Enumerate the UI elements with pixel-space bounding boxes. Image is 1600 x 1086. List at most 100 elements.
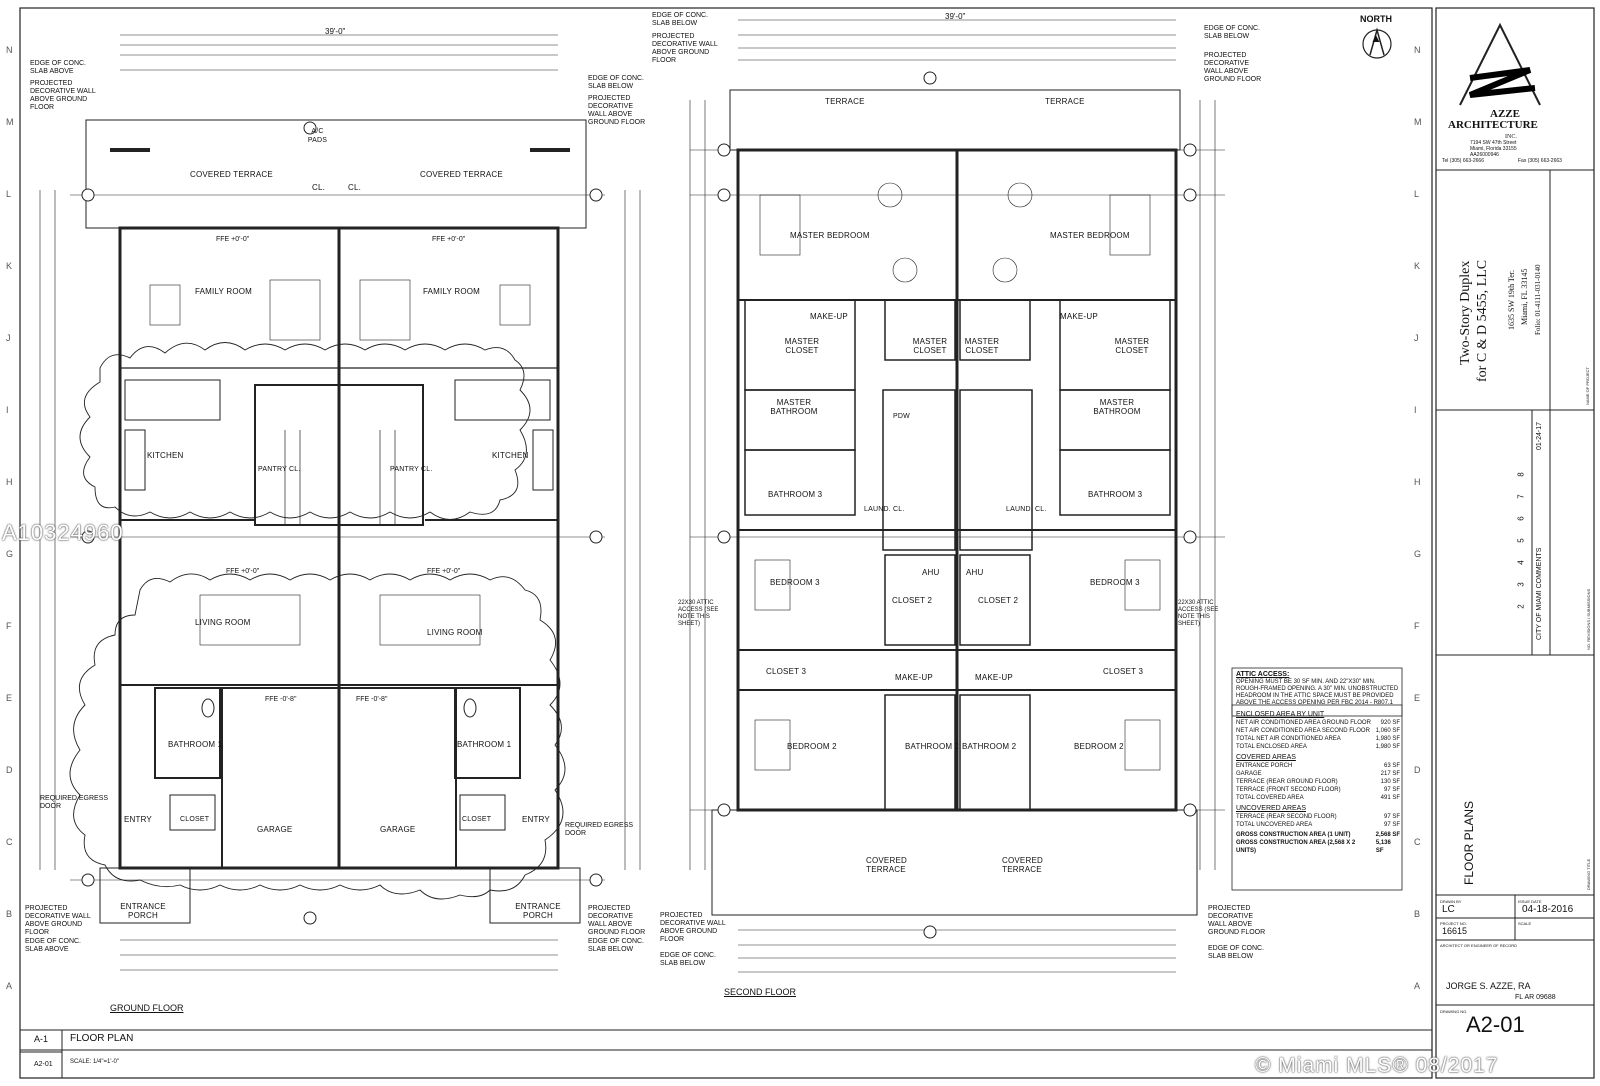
area-row-value: 217 SF — [1380, 771, 1400, 777]
watermark-copyright: © Miami MLS® 08/2017 — [1255, 1054, 1499, 1077]
architect-name: JORGE S. AZZE, RA — [1446, 981, 1531, 991]
area-row-label: TOTAL COVERED AREA — [1236, 795, 1304, 801]
area-row-value: 491 SF — [1380, 795, 1400, 801]
revision-text: CITY OF MIAMI COMMENTS — [1536, 547, 1543, 640]
area-row-label: GROSS CONSTRUCTION AREA (1 UNIT) — [1236, 832, 1351, 838]
sf-room-label: TERRACE — [825, 97, 865, 106]
gf-room-label: FAMILY ROOM — [423, 287, 481, 296]
sf-note: PROJECTED DECORATIVE WALL ABOVE GROUND F… — [1208, 905, 1266, 936]
sf-room-label: AHU — [966, 568, 984, 577]
firm-city: Miami, Florida 33155 — [1470, 146, 1517, 152]
grid-letter: N — [6, 45, 13, 55]
sf-room-label: MASTER CLOSET — [784, 337, 820, 355]
grid-letter: L — [1414, 189, 1420, 199]
sf-room-label: MASTER BATHROOM — [1093, 398, 1141, 416]
area-row: TERRACE (REAR SECOND FLOOR)97 SF — [1236, 813, 1400, 821]
gf-room-label: BATHROOM 1 — [457, 740, 512, 749]
gf-ffe: FFE -0'-8" — [356, 696, 388, 703]
area-row-label: GROSS CONSTRUCTION AREA (2,568 X 2 UNITS… — [1236, 840, 1356, 854]
area-row-label: TERRACE (REAR SECOND FLOOR) — [1236, 814, 1337, 820]
area-row-label: ENTRANCE PORCH — [1236, 763, 1293, 769]
project-no: 16615 — [1442, 926, 1468, 936]
project-line-1: Two-Story Duplex — [1458, 260, 1473, 365]
project-city: Miami, FL 33145 — [1520, 268, 1529, 325]
gf-note: PROJECTED DECORATIVE WALL ABOVE GROUND F… — [30, 80, 96, 111]
sf-overall-dim: 39'-0" — [945, 12, 966, 21]
grid-letter: K — [6, 261, 13, 271]
grid-letter: A — [6, 981, 13, 991]
architect-license: FL AR 09688 — [1515, 994, 1556, 1001]
grid-letter: H — [1414, 477, 1421, 487]
grid-letter: B — [6, 909, 13, 919]
gf-room-label: ENTRY — [522, 815, 550, 824]
project-no-label: PROJECT NO. — [1440, 921, 1467, 926]
detail-sheet: A2-01 — [34, 1061, 53, 1068]
gf-note: PROJECTED DECORATIVE WALL ABOVE GROUND F… — [25, 905, 91, 936]
area-row: TERRACE (REAR GROUND FLOOR)130 SF — [1236, 778, 1400, 786]
drawing-no-label: DRAWING NO. — [1440, 1009, 1468, 1014]
area-row: GARAGE 217 SF — [1236, 770, 1400, 778]
area-table-title: ENCLOSED AREA BY UNIT — [1236, 711, 1325, 718]
grid-letter: F — [6, 621, 12, 631]
grid-letter: C — [6, 837, 13, 847]
sf-room-label: MASTER BEDROOM — [790, 231, 870, 240]
sf-note: EDGE OF CONC. SLAB BELOW — [652, 12, 709, 27]
grid-letter: G — [1414, 549, 1422, 559]
gf-room-label: COVERED TERRACE — [190, 170, 273, 179]
gf-note: EDGE OF CONC. SLAB BELOW — [588, 75, 645, 90]
revision-number: 4 — [1516, 560, 1526, 565]
gf-note: REQUIRED EGRESS DOOR — [40, 795, 109, 810]
gf-note: PROJECTED DECORATIVE WALL ABOVE GROUND F… — [588, 95, 646, 126]
sf-note: PROJECTED DECORATIVE WALL ABOVE GROUND F… — [652, 33, 718, 64]
area-row-value: 130 SF — [1380, 779, 1400, 785]
revision-number: 5 — [1516, 538, 1526, 543]
sf-room-label: BATHROOM 3 — [768, 490, 823, 499]
sf-note: EDGE OF CONC. SLAB BELOW — [1208, 945, 1265, 960]
grid-letter: F — [1414, 621, 1420, 631]
gf-room-label: GARAGE — [380, 825, 416, 834]
area-table: ENCLOSED AREA BY UNIT NET AIR CONDITIONE… — [1236, 710, 1400, 855]
attic-access-text: OPENING MUST BE 30 SF MIN. AND 22"X30" M… — [1236, 679, 1399, 706]
gf-room-label: ENTRANCE PORCH — [120, 902, 166, 920]
sf-room-label: LAUND. CL. — [864, 506, 905, 513]
revisions-label: NO. REVISIONS / SUBMISSIONS — [1586, 588, 1591, 650]
sf-room-label: AHU — [922, 568, 940, 577]
grid-letter: L — [6, 189, 12, 199]
gf-room-label: CL. — [348, 183, 362, 192]
sf-note: EDGE OF CONC. SLAB BELOW — [1204, 25, 1261, 40]
gf-ffe: FFE +0'-0" — [216, 236, 250, 243]
sf-room-label: MASTER BEDROOM — [1050, 231, 1130, 240]
grid-letter: A — [1414, 981, 1421, 991]
sf-note: PROJECTED DECORATIVE WALL ABOVE GROUND F… — [1204, 52, 1262, 83]
sf-note: PROJECTED DECORATIVE WALL ABOVE GROUND F… — [660, 912, 726, 943]
area-row-label: GARAGE — [1236, 771, 1262, 777]
sf-room-label: BATHROOM 2 — [905, 742, 960, 751]
grid-letter: E — [1414, 693, 1421, 703]
gf-room-label: CLOSET — [180, 816, 210, 823]
sf-note: EDGE OF CONC. SLAB BELOW — [660, 952, 717, 967]
sf-room-label: CLOSET 2 — [978, 596, 1019, 605]
firm-address: 7194 SW 47th Street — [1470, 140, 1517, 146]
gf-room-label: LIVING ROOM — [195, 618, 251, 627]
north-label: NORTH — [1360, 14, 1392, 24]
sf-room-label: TERRACE — [1045, 97, 1085, 106]
sf-room-label: MAKE-UP — [975, 673, 1013, 682]
revision-number: 2 — [1516, 604, 1526, 609]
sf-room-label: CLOSET 3 — [766, 667, 807, 676]
sf-room-label: COVERED TERRACE — [1002, 856, 1043, 874]
sf-room-label: MAKE-UP — [895, 673, 933, 682]
sf-room-label: CLOSET 2 — [892, 596, 933, 605]
grid-letter: C — [1414, 837, 1421, 847]
grid-letter: J — [1414, 333, 1419, 343]
sf-room-label: PDW — [893, 413, 910, 420]
sheet-title: FLOOR PLANS — [1462, 800, 1476, 885]
scale-label: SCALE — [1518, 921, 1532, 926]
grid-letter: D — [6, 765, 13, 775]
sf-room-label: BEDROOM 2 — [787, 742, 837, 751]
sf-room-label: LAUND. CL. — [1006, 506, 1047, 513]
firm-license: AA26000946 — [1470, 152, 1499, 158]
